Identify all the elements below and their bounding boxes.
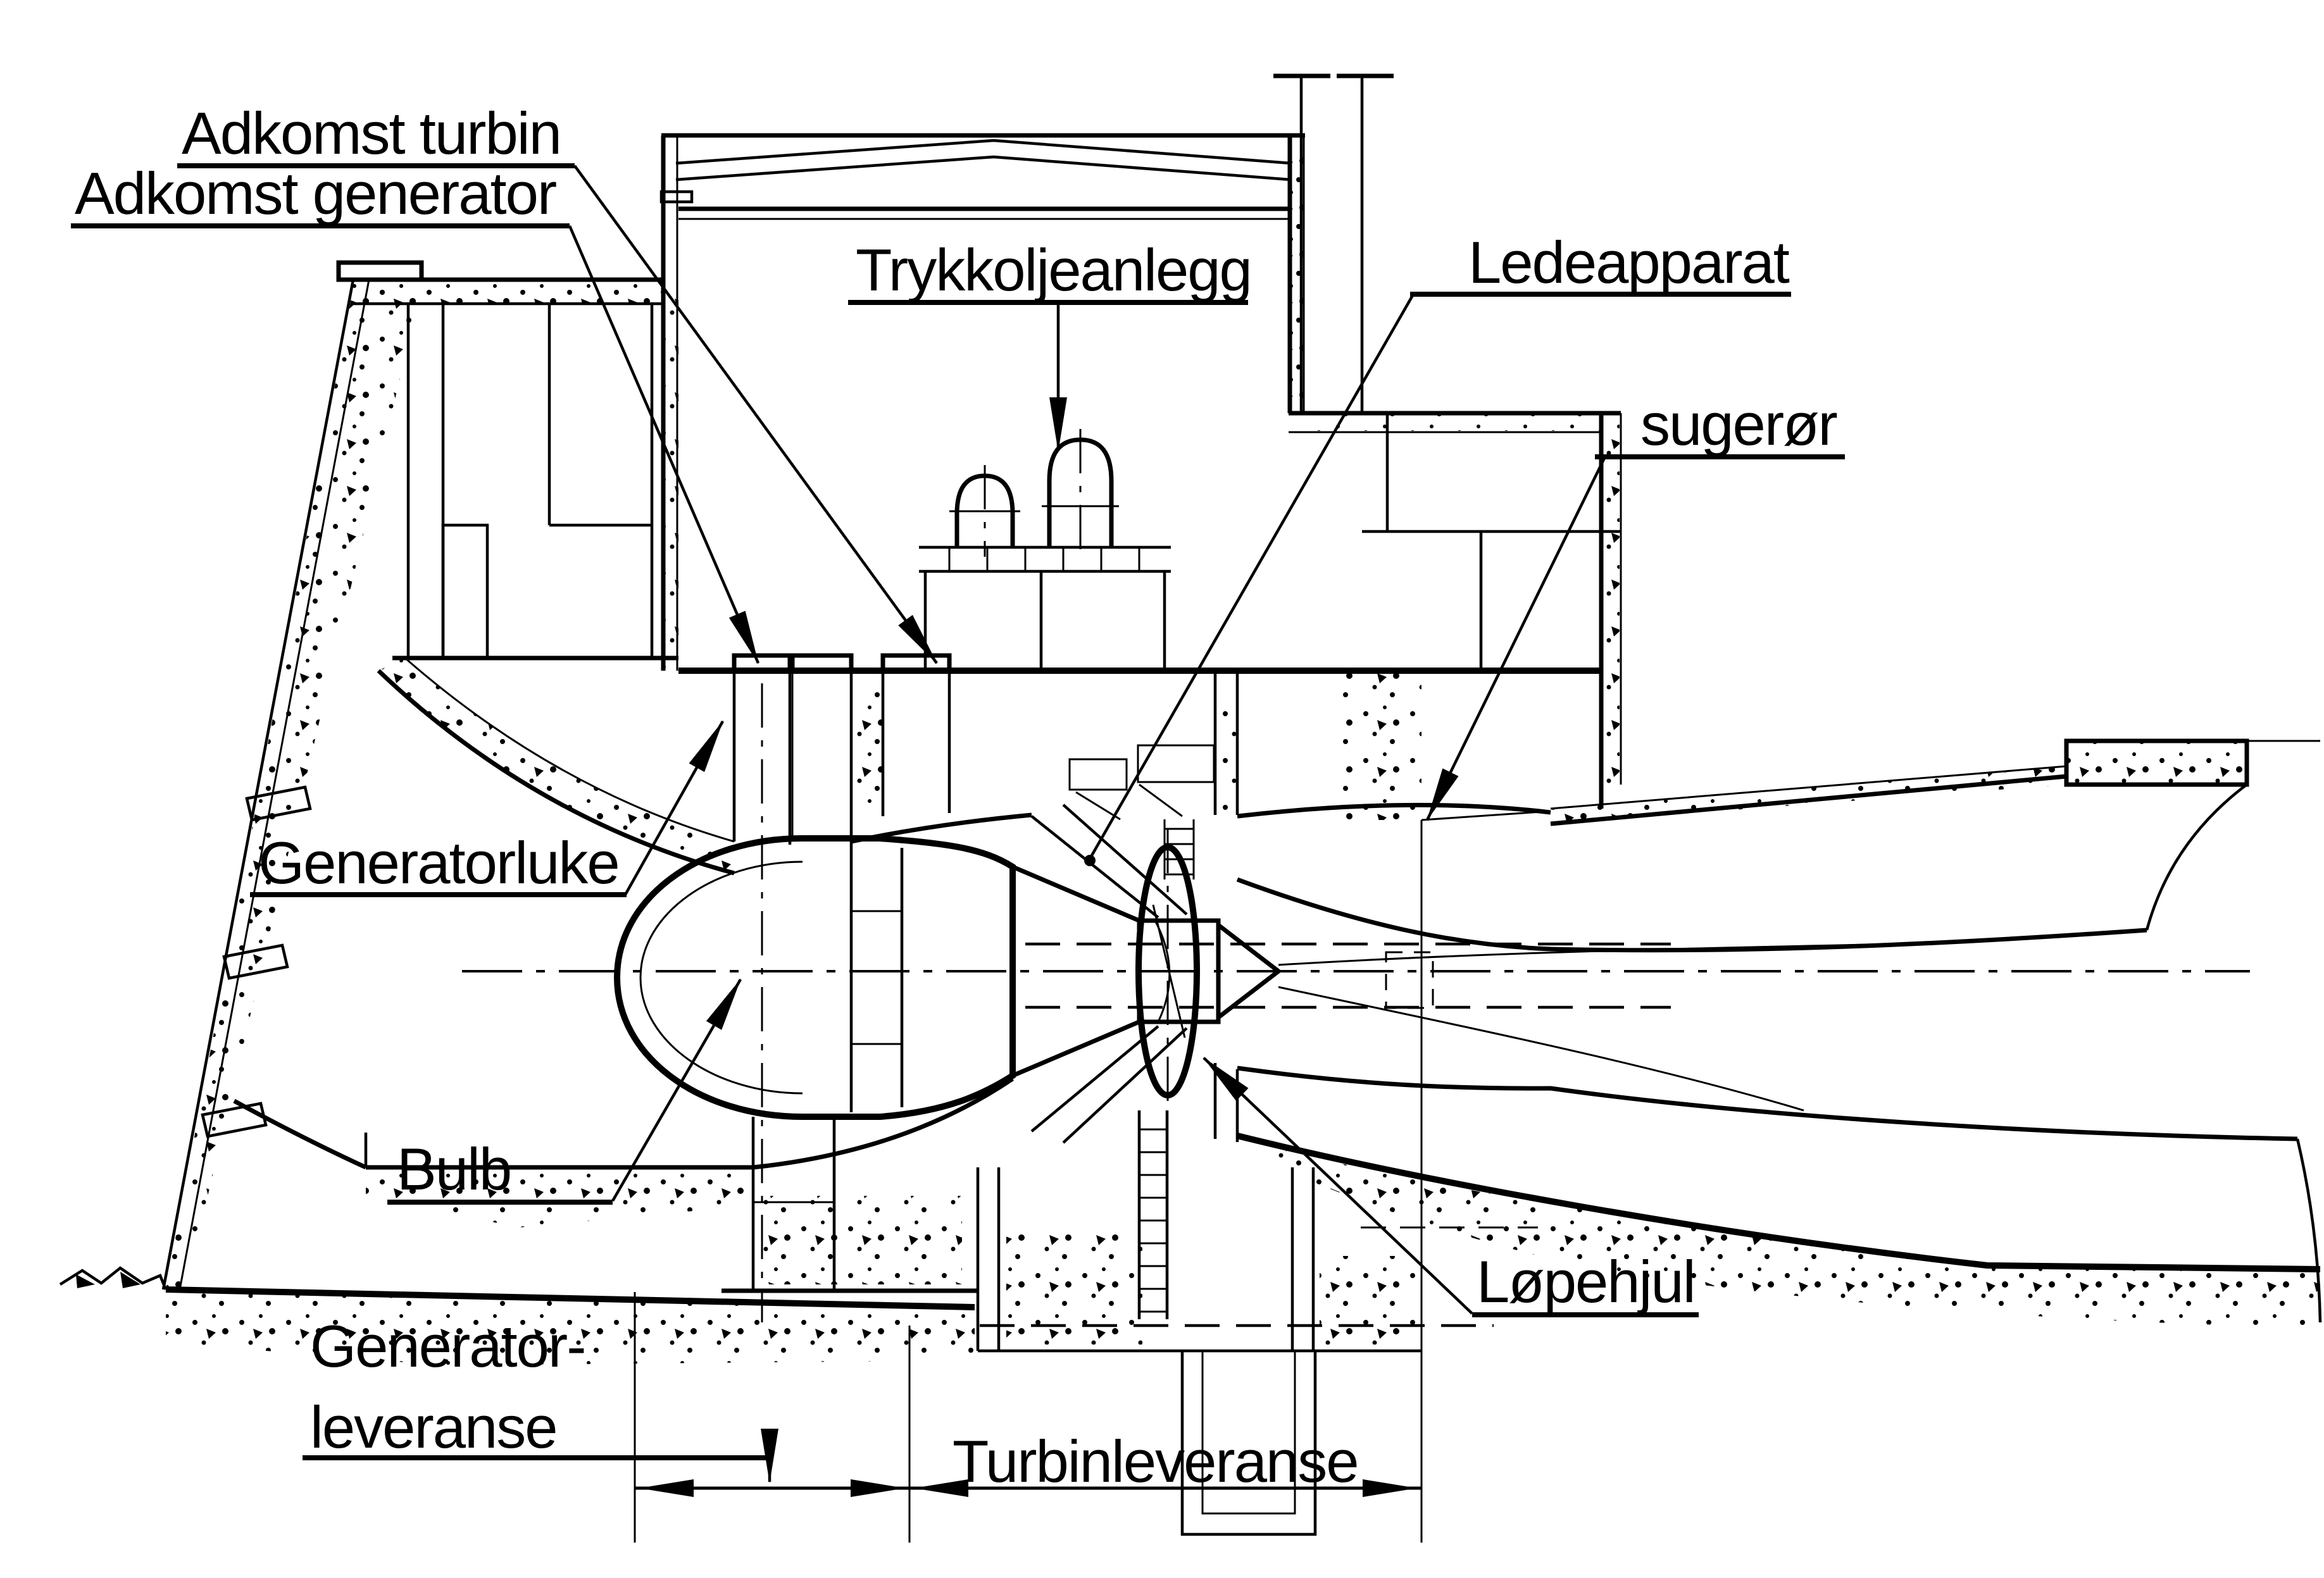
label-trykkoljeanlegg: Trykkoljeanlegg	[856, 237, 1251, 303]
slope-notch-1	[245, 785, 312, 822]
annex-right-wall-concrete	[1602, 414, 1620, 794]
sump-pit-inner	[1201, 1351, 1296, 1515]
powerhouse-building	[659, 73, 1622, 809]
label-adkomst-turbin: Adkomst turbin	[182, 100, 561, 166]
leader-ledeapparat	[1090, 294, 1414, 857]
draft-tube-top-band-concrete	[1551, 766, 2066, 824]
riverbed-rocks	[59, 1266, 168, 1290]
label-generator-leveranse-line2: leveranse	[310, 1394, 557, 1460]
dam-top-slab-concrete	[353, 281, 663, 304]
pit-wall-concrete-left	[854, 690, 883, 813]
dam-and-intake	[59, 260, 1538, 1327]
rock-fragment-1	[76, 1274, 95, 1288]
intake-haunch-inner	[404, 657, 735, 843]
draft-tube-bottom-band-concrete	[1259, 1144, 2320, 1327]
label-adkomst-generator: Adkomst generator	[75, 160, 556, 227]
concrete-stipple-areas	[166, 152, 2320, 1365]
annex-roof-slab-concrete	[1305, 414, 1601, 431]
draft-tube-bottom-outer	[1236, 1133, 2321, 1272]
tailwater-deck-block	[2064, 738, 2249, 787]
draft-tube	[1236, 738, 2322, 1323]
oil-platform-stiffeners	[948, 547, 1140, 571]
label-turbinleveranse: Turbinleveranse	[953, 1428, 1358, 1494]
intake-haunch-outer	[377, 669, 735, 876]
label-sugeror: sugerør	[1640, 391, 1837, 457]
roof-gable-lower	[675, 155, 1292, 182]
guide-vane-upper-2	[1062, 804, 1188, 916]
leader-ledeapparat-dot	[1084, 855, 1096, 866]
bulb-inner-shell	[639, 860, 803, 1095]
gate-ladder-rungs	[1165, 828, 1194, 876]
ground-band	[166, 1289, 975, 1365]
outlet-top-closing-curve	[2145, 783, 2248, 931]
leader-lopehjul	[1203, 1057, 1473, 1315]
gate-linkage	[1075, 783, 1183, 821]
generator-stator-ties	[851, 910, 902, 1045]
bulb-outline	[613, 835, 1016, 1120]
leader-bulb	[611, 978, 742, 1202]
leader-generatorluke	[624, 720, 724, 896]
gate-servo-box-2	[1137, 744, 1215, 783]
pressure-oil-unit	[919, 429, 1171, 671]
draft-tube-lower-inner	[1237, 1065, 2298, 1141]
guide-vane-lower-1	[1030, 1025, 1159, 1133]
label-lopehjul: Løpehjul	[1477, 1248, 1695, 1315]
pit-ladder-rungs	[1139, 1128, 1167, 1313]
dam-slope-outer	[161, 279, 355, 1290]
centerlines	[462, 683, 2250, 1322]
roof-gable-upper	[675, 139, 1292, 165]
draft-tube-lower-hub-line	[1278, 986, 1804, 1112]
substructure-wall-left	[976, 1167, 1001, 1351]
coupling-dashed-box	[1385, 951, 1434, 1009]
gate-servo-box-1	[1068, 758, 1128, 791]
leader-adkomst-generator	[568, 225, 760, 664]
dimensions	[634, 820, 1423, 1543]
underfloor-band-concrete	[366, 1169, 753, 1227]
passage-bottom-boundary	[753, 1077, 1014, 1170]
foundation-patch-right	[1320, 1256, 1418, 1345]
slope-notch-2	[222, 943, 289, 980]
dam-slope-concrete	[166, 281, 423, 1289]
pit-wall-concrete-right	[1215, 690, 1237, 813]
shaft-cone-top	[1011, 864, 1140, 923]
substructure-wall-right	[1290, 1167, 1315, 1351]
intake-lower-lip	[233, 1098, 367, 1170]
rock-fragment-2	[120, 1272, 141, 1288]
tailwater-deck-block-concrete	[2066, 741, 2247, 785]
label-generatorluke: Generatorluke	[258, 829, 619, 896]
dam-slope-inner	[178, 279, 370, 1290]
foundation-patch-left	[759, 1196, 962, 1284]
top-band-lower-edge	[1550, 774, 2067, 826]
annotations: Adkomst turbin Adkomst generator Trykkol…	[71, 100, 1845, 1494]
label-bulb: Bulb	[397, 1136, 511, 1202]
leader-sugeror	[1425, 457, 1606, 821]
draft-tube-upper-hub-line	[1278, 943, 1899, 966]
draft-inlet-block-concrete	[1343, 672, 1421, 820]
leader-adkomst-turbin	[573, 165, 938, 664]
left-wall-bracket	[659, 190, 694, 204]
guide-vane-lower-2	[1062, 1027, 1188, 1144]
intake-haunch-concrete	[378, 658, 734, 873]
draft-tube-top-outer	[1237, 802, 1551, 819]
pit-ladder-rails	[1137, 1110, 1169, 1319]
top-band-upper-edge	[1550, 765, 2067, 810]
outlet-bottom-closing-curve	[2296, 1138, 2322, 1323]
label-generator-leveranse-line1: Generator-	[310, 1313, 585, 1379]
shaft-cone-bottom	[1011, 1019, 1140, 1078]
sump-pit-outer	[1180, 1351, 1317, 1536]
foundation-patch-center	[1006, 1234, 1142, 1345]
guide-vane-upper-1	[1030, 815, 1159, 919]
ground-line	[165, 1286, 975, 1310]
center-hatch-cover	[790, 653, 854, 673]
label-ledeapparat: Ledeapparat	[1468, 229, 1790, 295]
runner-chamber-ring-top	[1213, 671, 1239, 815]
